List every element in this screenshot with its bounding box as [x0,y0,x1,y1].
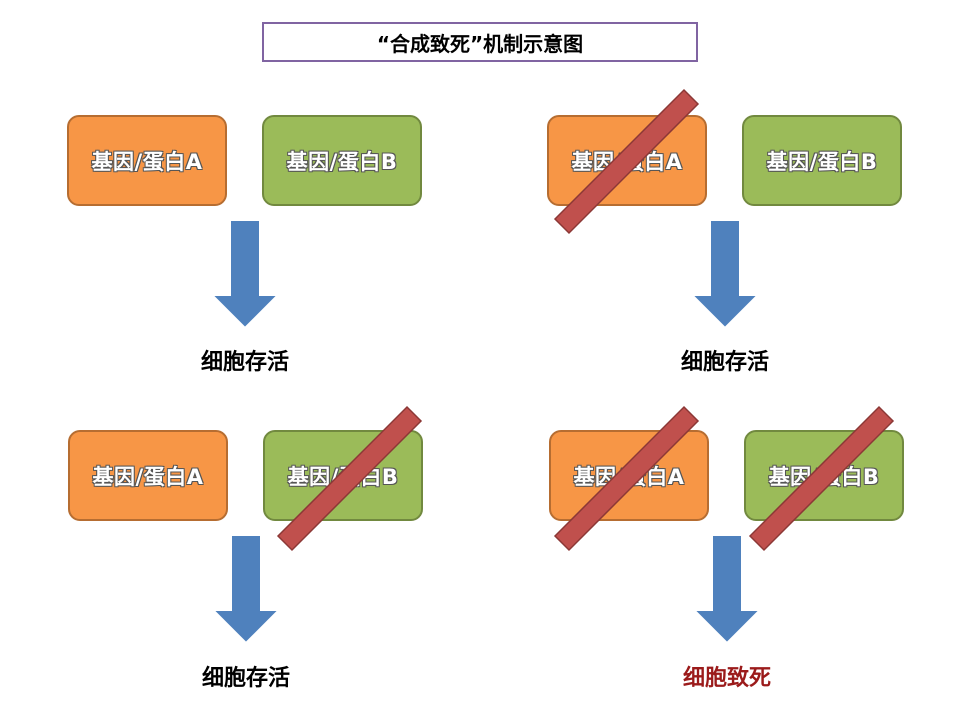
outcome-label: 细胞存活 [200,350,289,375]
gene-a-box: 基因/蛋白A [549,430,709,521]
gene-b-box: 基因/蛋白B [263,430,423,521]
gene-b-box: 基因/蛋白B [262,115,422,206]
gene-a-box: 基因/蛋白A [68,430,228,521]
gene-a-box: 基因/蛋白A [547,115,707,206]
down-arrow-icon [210,535,282,645]
outcome-label-lethal: 细胞致死 [682,666,771,691]
down-arrow-icon [689,220,761,330]
outcome-label: 细胞存活 [680,350,769,375]
down-arrow-icon [209,220,281,330]
outcome-label: 细胞存活 [201,666,290,691]
down-arrow-icon [691,535,763,645]
gene-b-box: 基因/蛋白B [742,115,902,206]
gene-a-box: 基因/蛋白A [67,115,227,206]
gene-b-box: 基因/蛋白B [744,430,904,521]
diagram-title: “合成致死”机制示意图 [262,22,698,62]
